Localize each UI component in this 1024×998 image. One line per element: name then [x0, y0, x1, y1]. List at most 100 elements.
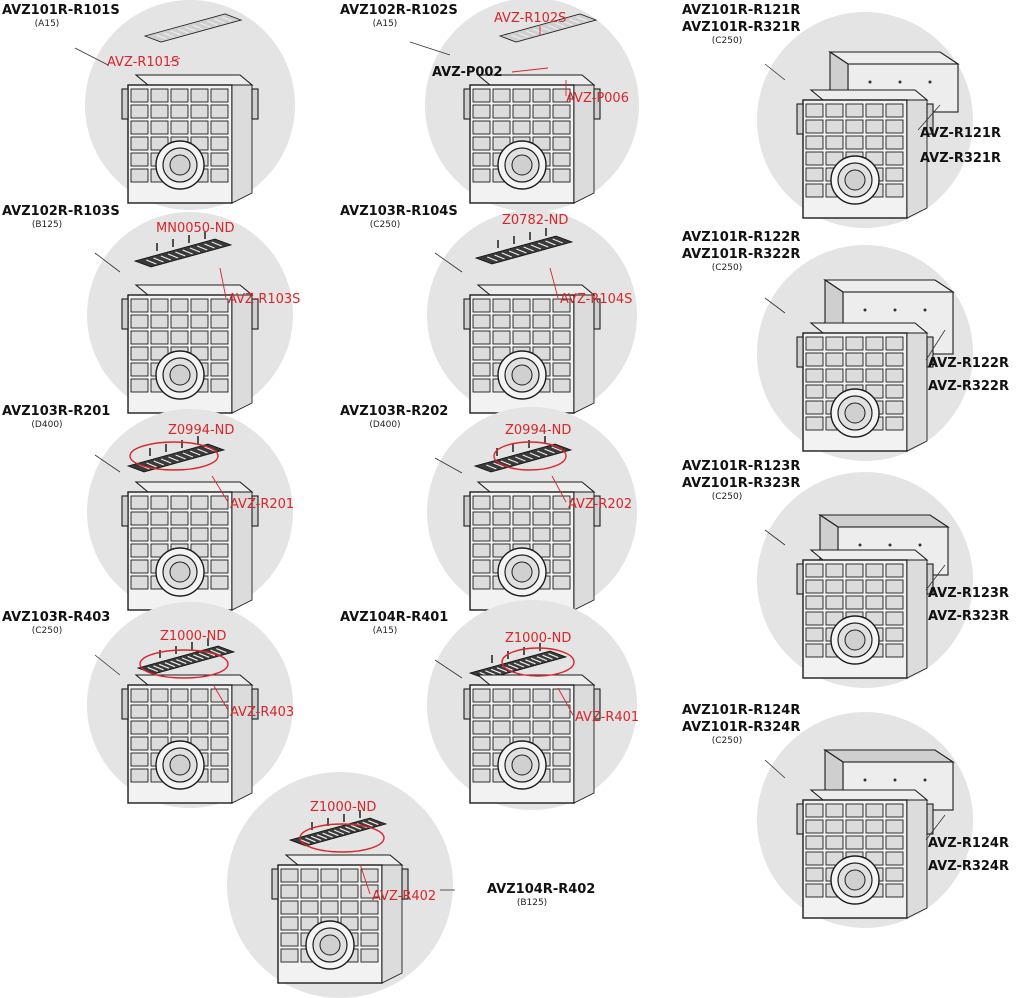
- part-label: Z1000-ND: [505, 631, 571, 646]
- part-label: AVZ-R402: [372, 889, 436, 904]
- part-leader: [511, 67, 549, 73]
- basin-rib-cell: [552, 495, 571, 510]
- basin-rib-cell: [340, 868, 359, 883]
- grate-slot: [500, 460, 512, 466]
- part-leader: [359, 863, 371, 895]
- load-class: (C250): [712, 736, 743, 746]
- basin-rib-cell: [885, 803, 904, 818]
- grate-slot: [486, 464, 497, 470]
- grate-slot: [490, 668, 502, 674]
- grate-slot: [198, 652, 210, 658]
- part-label: AVZ-R324R: [928, 859, 1009, 874]
- basin-rib-cell: [552, 720, 571, 735]
- grate-slot: [199, 22, 211, 28]
- load-class: (A15): [373, 626, 398, 636]
- grate-slot: [211, 241, 222, 247]
- basin-rib-cell: [130, 752, 149, 767]
- basin-handle: [796, 103, 804, 135]
- assembly-a3: AVZ101R-R121RAVZ101R-R321R(C250)AVZ-R121…: [682, 3, 1001, 228]
- basin-rib-cell: [885, 167, 904, 182]
- basin-rib-cell: [532, 688, 551, 703]
- basin-rib-cell: [170, 330, 189, 345]
- basin-rib-cell: [805, 336, 824, 351]
- basin-rib-cell: [210, 543, 229, 558]
- frame-hole: [888, 543, 892, 547]
- grate-slot: [542, 654, 553, 660]
- basin-rib-cell: [210, 88, 229, 103]
- basin-rib-cell: [805, 103, 824, 118]
- basin-rib-cell: [805, 851, 824, 866]
- part-label: Z1000-ND: [310, 800, 376, 815]
- basin-rib-cell: [472, 704, 491, 719]
- basin-handle: [926, 563, 934, 595]
- basin-rib-cell: [552, 704, 571, 719]
- basin-rim: [134, 481, 254, 493]
- basin-rib-cell: [825, 563, 844, 578]
- basin-side: [573, 684, 595, 804]
- part-label: AVZ-R202: [568, 497, 632, 512]
- part-label: AVZ-R321R: [920, 151, 1001, 166]
- part-leader: [557, 687, 574, 716]
- basin-rib-cell: [845, 336, 864, 351]
- basin-rib-cell: [472, 314, 491, 329]
- basin-rib-cell: [472, 152, 491, 167]
- basin-rib-cell: [805, 135, 824, 150]
- basin-rib-cell: [170, 120, 189, 135]
- basin-rib-cell: [472, 736, 491, 751]
- basin-rib-cell: [130, 704, 149, 719]
- load-class: (C250): [32, 626, 63, 636]
- grate-slot: [305, 837, 316, 843]
- part-leader: [925, 814, 946, 841]
- basin-rim: [284, 854, 404, 866]
- grate-slot: [299, 838, 310, 844]
- frame-hole: [858, 543, 862, 547]
- basin-rib-cell: [150, 511, 169, 526]
- basin-rib-cell: [360, 932, 379, 947]
- basin-rib-cell: [805, 803, 824, 818]
- basin-rib-cell: [885, 352, 904, 367]
- basin-rib-cell: [492, 495, 511, 510]
- outlet-core: [511, 561, 533, 583]
- grate-slot: [532, 28, 544, 34]
- grate-slot: [508, 250, 520, 256]
- grate-slot: [322, 832, 333, 838]
- grate-slot: [164, 662, 176, 668]
- basin-rib-cell: [512, 298, 531, 313]
- basin-rib-cell: [865, 819, 884, 834]
- grate-slot: [552, 238, 563, 244]
- basin-rim: [809, 549, 929, 561]
- basin-rib-cell: [492, 314, 511, 329]
- basin-rib-cell: [130, 152, 149, 167]
- grate-slot: [554, 22, 566, 28]
- basin-rib-cell: [552, 136, 571, 151]
- basin-rib-cell: [825, 368, 844, 383]
- basin-rib-cell: [492, 720, 511, 735]
- assembly-title: AVZ101R-R123R: [682, 459, 800, 474]
- basin-rib-cell: [170, 688, 189, 703]
- part-label: AVZ-R322R: [928, 379, 1009, 394]
- basin-rib-cell: [280, 916, 299, 931]
- grate-slot: [153, 257, 164, 263]
- basin-rib-cell: [552, 168, 571, 183]
- basin-handle: [463, 688, 471, 720]
- basin-rib-cell: [532, 330, 551, 345]
- load-class: (B125): [517, 898, 547, 908]
- basin-rib-cell: [210, 136, 229, 151]
- outlet-core: [511, 754, 533, 776]
- basin-rib-cell: [472, 768, 491, 783]
- assembly-title: AVZ101R-R322R: [682, 247, 800, 262]
- basin-rib-cell: [825, 352, 844, 367]
- basin-side: [906, 799, 928, 919]
- basin-rib-cell: [885, 819, 904, 834]
- basin-rib-cell: [845, 563, 864, 578]
- grate-slot: [176, 659, 187, 665]
- load-class: (D400): [31, 420, 62, 430]
- basin-side: [573, 491, 595, 611]
- outlet-core: [844, 169, 866, 191]
- basin-rib-cell: [865, 352, 884, 367]
- basin-rib-cell: [532, 527, 551, 542]
- basin-rib-cell: [885, 611, 904, 626]
- basin-rim: [476, 481, 596, 493]
- basin-rib-cell: [320, 884, 339, 899]
